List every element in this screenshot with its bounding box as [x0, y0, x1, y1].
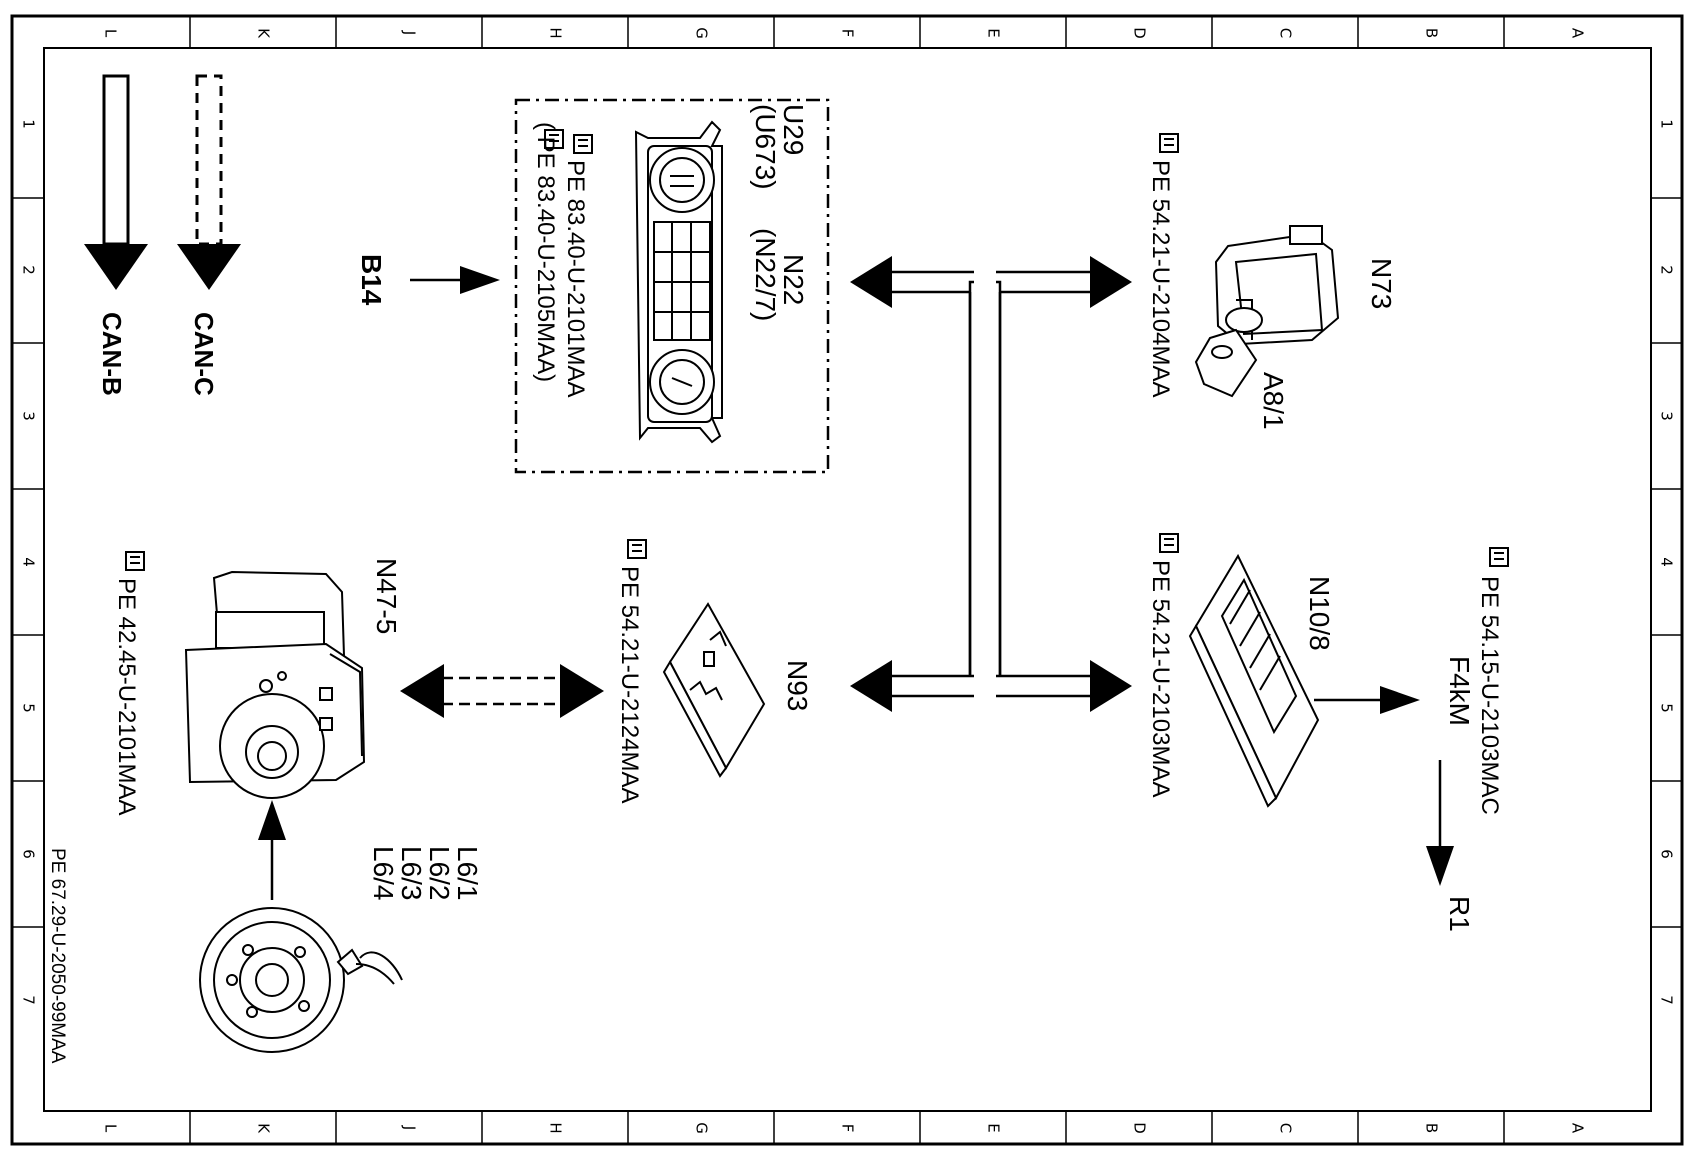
n22-label: N22: [778, 254, 809, 305]
n93-ref: PE 54.21-U-2124MAA: [616, 566, 643, 803]
col-letter-top: C: [1277, 28, 1295, 38]
l6-1-label: L6/1: [452, 846, 483, 901]
b14-label: B14: [356, 254, 387, 306]
col-letter-top: B: [1423, 28, 1441, 38]
u29-ref-2: ( PE 83.40-U-2105MAA): [532, 122, 559, 382]
col-letter-top: J: [401, 30, 419, 35]
n93-ref-hand-icon: [627, 539, 647, 559]
col-letter-top: G: [693, 27, 711, 39]
legend-can-c-label: CAN-C: [189, 312, 219, 396]
can-b-link: [400, 664, 604, 718]
col-letter-top: K: [255, 28, 273, 39]
l6-to-n47-arrow: [258, 800, 286, 900]
col-letter-top: F: [839, 29, 857, 38]
row-number-right: 3: [1658, 411, 1676, 421]
legend-can-b-arrow: [84, 74, 148, 290]
col-letter-bottom: F: [839, 1124, 857, 1133]
n10-8-label: N10/8: [1304, 576, 1335, 651]
row-number-left: 7: [20, 995, 38, 1005]
f4km-ref: PE 54.15-U-2103MAC: [1476, 576, 1503, 815]
wheel-speed-sensor-icon: [199, 907, 403, 1053]
l6-3-label: L6/3: [396, 846, 427, 901]
n47-ref-hand-icon: [125, 551, 145, 571]
row-number-left: 2: [20, 265, 38, 275]
f4km-ref-hand-icon: [1489, 547, 1509, 567]
col-letter-top: A: [1569, 28, 1587, 39]
footer-code: PE 67.29-U-2050-99MAA: [47, 848, 68, 1064]
b14-arrow: [410, 266, 500, 294]
u29-dashed-box: [514, 98, 830, 474]
row-number-left: 4: [20, 557, 38, 567]
col-letter-bottom: B: [1423, 1123, 1441, 1133]
col-letter-bottom: D: [1131, 1122, 1149, 1134]
row-number-left: 6: [20, 849, 38, 859]
row-number-right: 1: [1658, 119, 1676, 129]
col-letter-bottom: J: [401, 1125, 419, 1130]
n108-to-f4km-arrow: [1314, 686, 1420, 714]
n73-ref-hand-icon: [1159, 133, 1179, 153]
climate-control-panel-icon: [634, 120, 723, 444]
col-letter-top: L: [102, 29, 120, 38]
row-number-left: 1: [20, 119, 38, 129]
col-letter-bottom: C: [1277, 1123, 1295, 1133]
ignition-switch-icon: [1194, 225, 1340, 398]
sam-module-icon: [1188, 553, 1320, 808]
l6-2-label: L6/2: [424, 846, 455, 901]
row-number-right: 5: [1658, 703, 1676, 713]
row-number-right: 2: [1658, 265, 1676, 275]
n22-7-label: (N22/7): [750, 228, 781, 321]
n47-5-label: N47-5: [371, 558, 402, 634]
a8-1-label: A8/1: [1258, 372, 1289, 430]
n73-label: N73: [1366, 258, 1397, 309]
col-letter-top: H: [547, 27, 565, 38]
row-number-left: 3: [20, 411, 38, 421]
can-c-bus: [850, 256, 1132, 712]
f4km-to-r1-arrow: [1426, 760, 1454, 886]
row-ticks: [12, 197, 1682, 928]
col-letter-top: E: [985, 28, 1003, 37]
outer-border: [10, 14, 1684, 1146]
r1-label: R1: [1444, 896, 1475, 932]
u673-label: (U673): [750, 104, 781, 190]
col-letter-bottom: G: [693, 1122, 711, 1134]
n108-ref: PE 54.21-U-2103MAA: [1147, 560, 1174, 797]
inner-border: [43, 47, 1652, 1112]
row-number-right: 4: [1658, 557, 1676, 567]
row-number-left: 5: [20, 703, 38, 713]
col-letter-bottom: H: [547, 1122, 565, 1133]
col-letter-top: D: [1131, 27, 1149, 39]
col-letter-bottom: K: [255, 1123, 273, 1134]
legend-can-b-label: CAN-B: [97, 312, 127, 396]
column-ticks: [189, 16, 1505, 1144]
row-number-right: 6: [1658, 849, 1676, 859]
u29-label: U29: [778, 104, 809, 155]
n47-ref: PE 42.45-U-2101MAA: [113, 578, 140, 815]
n108-ref-hand-icon: [1159, 533, 1179, 553]
legend-can-c-arrow: [177, 74, 241, 290]
u29-ref-hand-icon: [573, 134, 593, 154]
esp-control-unit-icon: [184, 570, 366, 799]
l6-4-label: L6/4: [368, 846, 399, 901]
n93-module-icon: [662, 602, 766, 778]
col-letter-bottom: E: [985, 1123, 1003, 1132]
n93-label: N93: [782, 660, 813, 711]
col-letter-bottom: A: [1569, 1123, 1587, 1134]
n73-ref: PE 54.21-U-2104MAA: [1147, 160, 1174, 397]
u29-ref-1: PE 83.40-U-2101MAA: [562, 160, 589, 397]
row-number-right: 7: [1658, 995, 1676, 1005]
col-letter-bottom: L: [102, 1124, 120, 1133]
u29-ref2-hand-icon: [544, 129, 564, 149]
f4km-label: F4kM: [1444, 656, 1475, 726]
